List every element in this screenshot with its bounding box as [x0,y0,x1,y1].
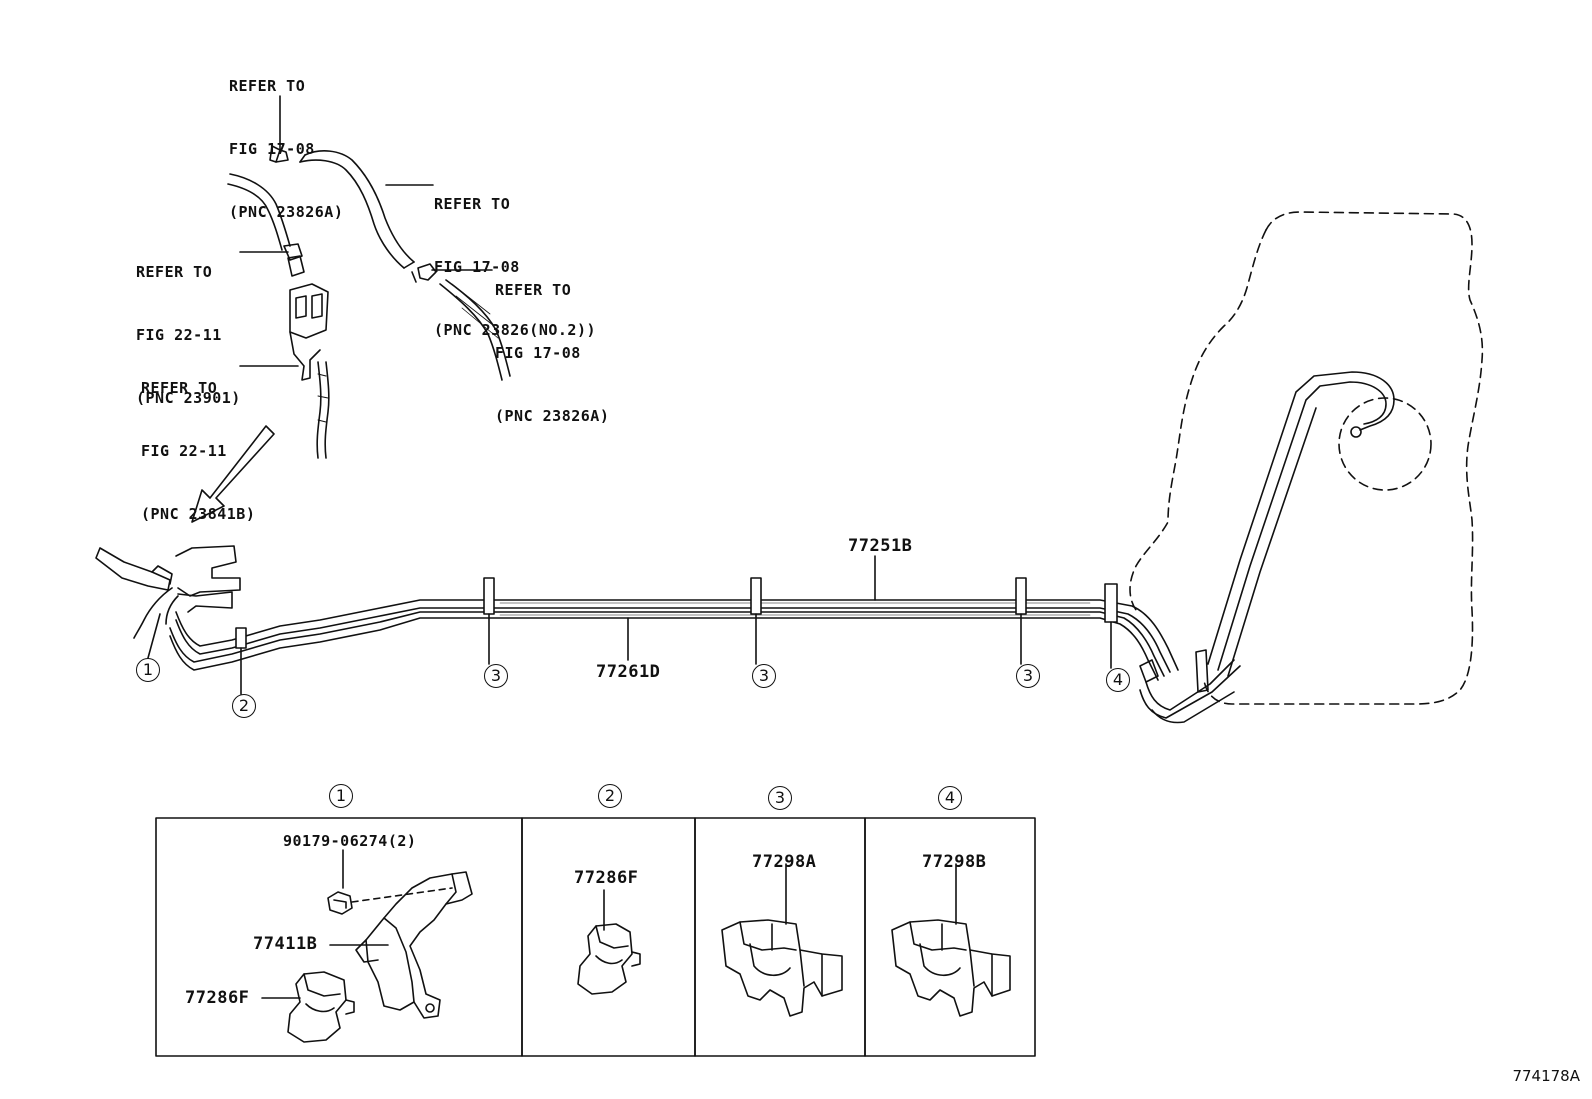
reference-line: FIG 17-08 [495,344,581,362]
part-number-77298a: 77298A [752,852,817,872]
tube-hatching [499,602,1091,616]
reference-line: (PNC 23826A) [495,407,610,425]
detail-3-callout: 3 [768,786,792,810]
detail-1-callout: 1 [329,784,353,808]
bolt-90179 [327,891,353,915]
reference-line: REFER TO [136,263,213,281]
reference-line: (PNC 23901) [136,389,241,407]
callout-1: 1 [136,658,160,682]
reference-line: FIG 17-08 [229,140,315,158]
tube-77251b [175,599,1179,673]
detail-box-2 [521,817,696,1057]
clamp-2-on-tube [235,627,247,649]
reference-label-r3: REFER TO FIG 22-11 (PNC 23901) [136,220,241,430]
leader-c1 [147,613,161,659]
clamp-3c-on-tube [1015,577,1027,615]
clamp-77298a [721,919,843,1017]
clamp-77286f-box2 [577,923,641,995]
detail-4-callout: 4 [938,786,962,810]
part-number-77286f-box1: 77286F [185,988,250,1008]
right-end-fitting [1139,649,1241,719]
illustration-code: 774178A [1512,1067,1580,1085]
clamp-3a-on-tube [483,577,495,615]
callout-2: 2 [232,694,256,718]
pipe-upper-right [439,279,511,381]
callout-3-a: 3 [484,664,508,688]
hose-23826-no2 [299,150,415,269]
reference-line: REFER TO [141,379,218,397]
clip-23826a-mid [411,263,437,283]
reference-line: (PNC 23841B) [141,505,256,523]
left-end-assembly [95,545,241,639]
part-number-77298b: 77298B [922,852,987,872]
reference-label-r4: REFER TO FIG 17-08 (PNC 23826A) [495,238,609,448]
clamp-3b-on-tube [750,577,762,615]
part-number-77286f-box2: 77286F [574,868,639,888]
pipe-lower-connector [316,361,330,459]
reference-line: REFER TO [495,281,572,299]
tank-internal-tubes [1151,371,1395,724]
tube-77261d [169,611,1165,681]
clip-23826a-top [269,145,289,163]
reference-label-r2: REFER TO FIG 17-08 (PNC 23826(NO.2)) [434,152,596,362]
reference-line: FIG 17-08 [434,258,520,276]
part-number-77251b: 77251B [848,536,913,556]
reference-line: (PNC 23826(NO.2)) [434,321,597,339]
clamp-77286f-box1 [287,971,355,1043]
reference-label-r5: REFER TO FIG 22-11 (PNC 23841B) [141,336,255,546]
callout-3-b: 3 [752,664,776,688]
reference-label-r1: REFER TO FIG 17-08 (PNC 23826A) [229,34,343,244]
reference-line: FIG 22-11 [136,326,222,344]
fuel-tank-outline [1129,211,1484,705]
reference-line: FIG 22-11 [141,442,227,460]
detail-2-callout: 2 [598,784,622,808]
callout-3-c: 3 [1016,664,1040,688]
reference-line: REFER TO [434,195,511,213]
bolt-dashed-line [351,887,453,903]
part-number-77411b: 77411B [253,934,318,954]
clamp-4-on-tube [1104,583,1118,623]
detail-box-4 [864,817,1036,1057]
connector-23841b [289,283,329,381]
clamp-77298b [891,919,1011,1017]
part-number-77261d: 77261D [596,662,661,682]
reference-line: (PNC 23826A) [229,203,344,221]
direction-arrow [191,425,275,523]
pipe-to-connector [227,173,305,277]
callout-4: 4 [1106,668,1130,692]
part-number-bolt: 90179-06274(2) [283,832,417,850]
reference-line: REFER TO [229,77,306,95]
detail-box-1 [155,817,523,1057]
